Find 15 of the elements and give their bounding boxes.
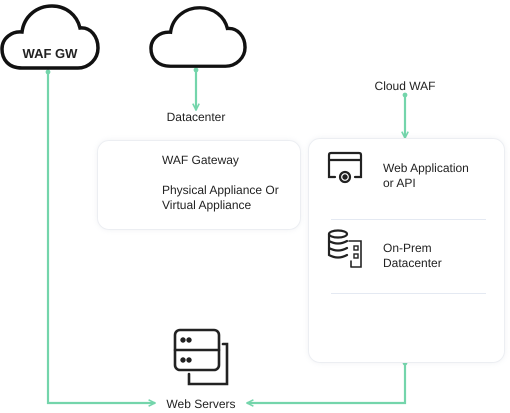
- connector-arrow: [246, 360, 408, 407]
- connector-arrow: [46, 70, 156, 407]
- node-label: Cloud WAF: [374, 79, 436, 94]
- cloud-shape: [0, 2, 100, 72]
- connector-arrow: [401, 92, 409, 139]
- connector-arrow: [192, 68, 200, 111]
- node-label: Web Servers: [165, 397, 237, 412]
- card-description: Physical Appliance Or Virtual Appliance: [162, 183, 280, 213]
- panel-card: [308, 138, 505, 363]
- node-label: On-Prem Datacenter: [383, 241, 443, 271]
- node-label: Web Application or API: [383, 161, 470, 191]
- node-label: Datacenter: [166, 110, 226, 125]
- card-title: WAF Gateway: [162, 153, 240, 168]
- cloud-shape: [149, 4, 247, 70]
- cloud-label: WAF GW: [22, 46, 78, 61]
